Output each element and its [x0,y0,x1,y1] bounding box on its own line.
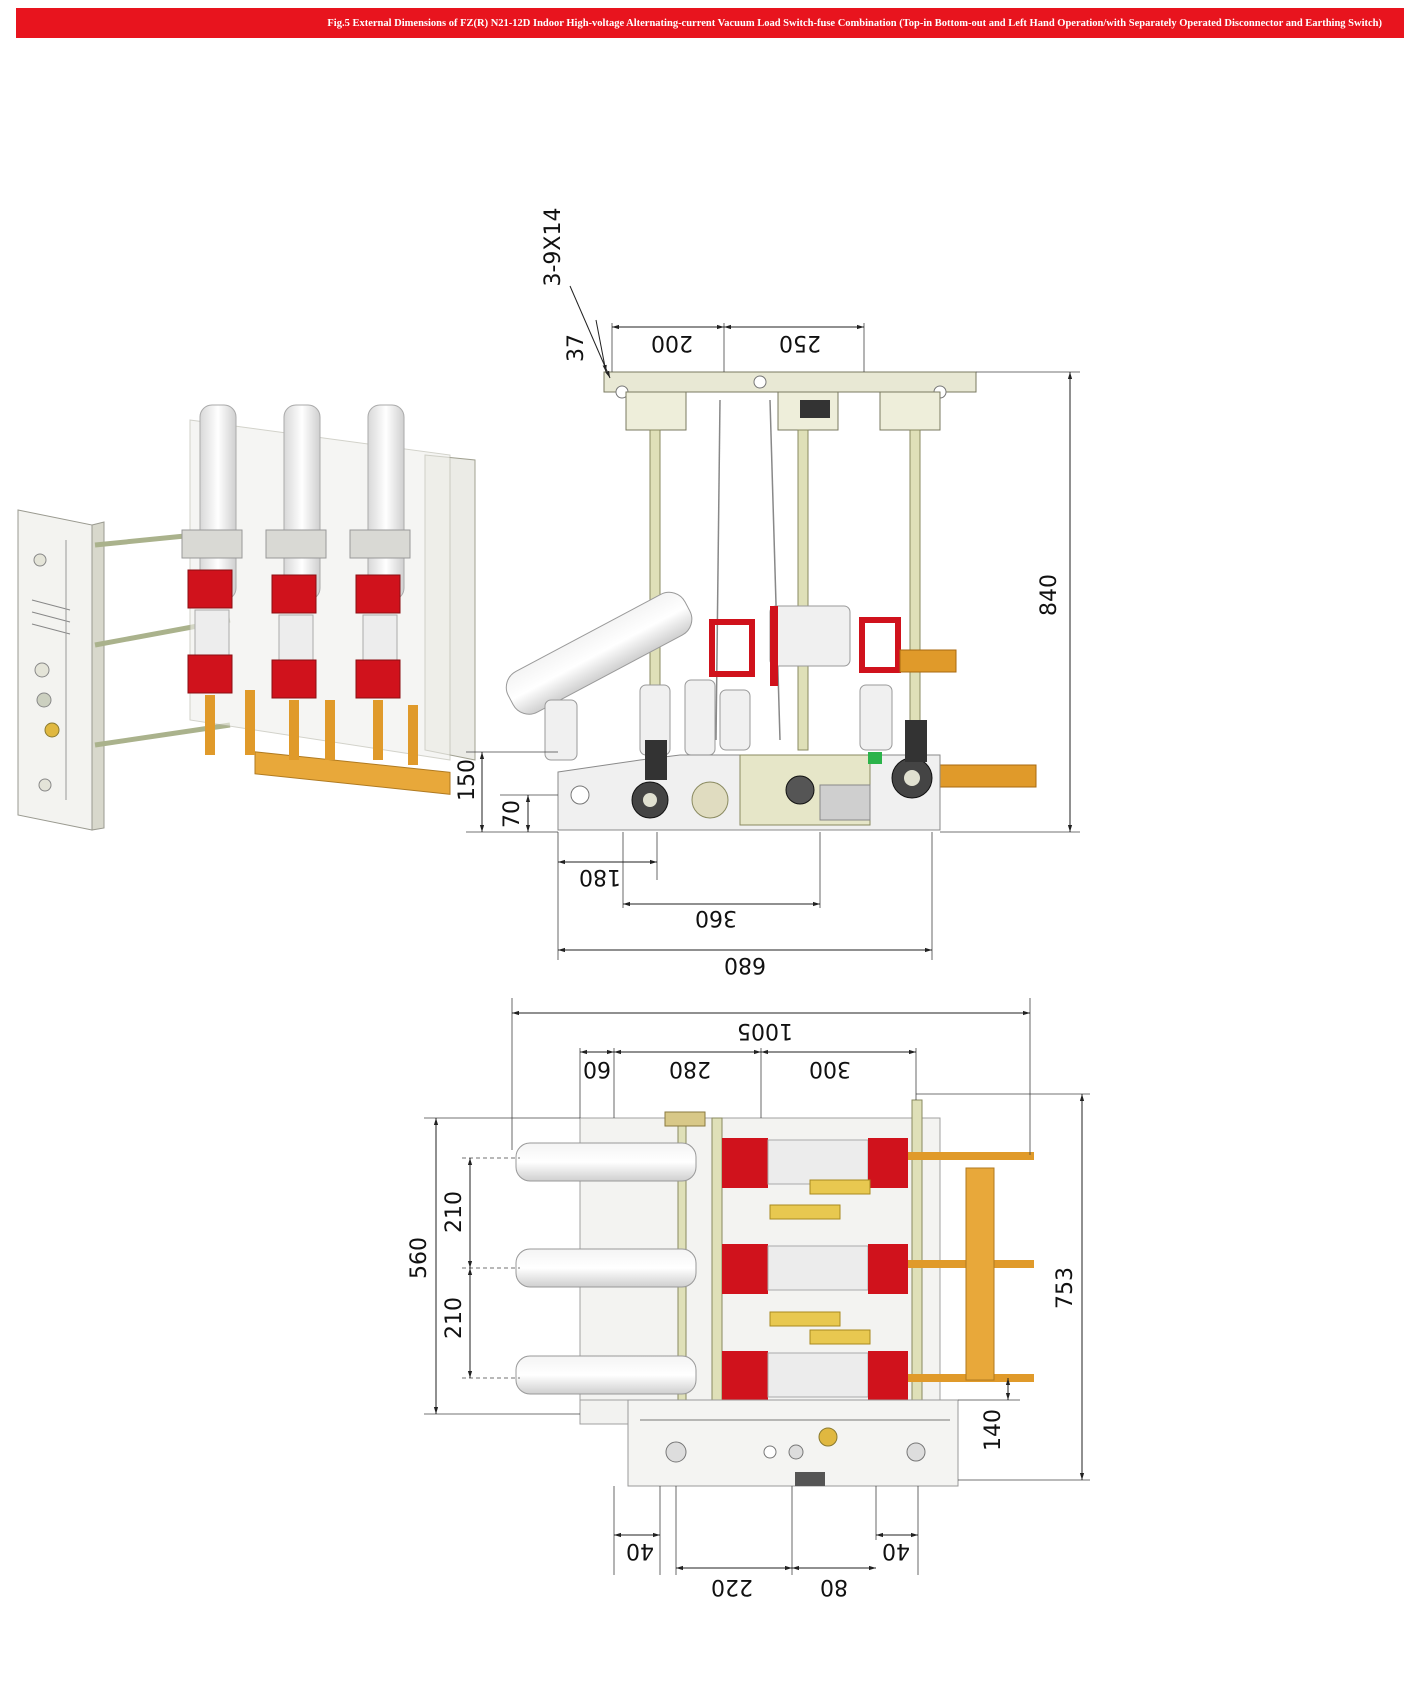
phase-3 [349,404,418,765]
dim-37: 37 [564,334,589,362]
phase-1 [181,404,255,755]
dim-210-lower: 210 [442,1297,467,1339]
side-view-drawing: 3-9X14 37 200 250 840 150 70 180 360 680 [455,208,1080,977]
dim-40-right: 40 [882,1538,910,1563]
dim-180: 180 [579,864,621,889]
figure-title: Fig.5 External Dimensions of FZ(R) N21-1… [327,17,1382,29]
operating-panel [17,509,105,831]
dim-hole-spec: 3-9X14 [541,208,566,287]
dim-300: 300 [809,1056,851,1081]
dim-680: 680 [724,952,766,977]
dim-200: 200 [651,330,693,355]
dim-1005: 1005 [737,1018,793,1043]
isometric-illustration [17,404,476,831]
top-phase-1 [515,1138,1034,1188]
dim-150: 150 [455,759,480,801]
dim-250: 250 [779,330,821,355]
top-phase-3 [515,1351,1034,1401]
dim-220: 220 [711,1574,753,1599]
dim-140: 140 [981,1409,1006,1451]
dim-70: 70 [500,800,525,828]
dim-60: 60 [583,1056,611,1081]
dim-210-upper: 210 [442,1191,467,1233]
dim-560: 560 [407,1237,432,1279]
figure-title-bar: Fig.5 External Dimensions of FZ(R) N21-1… [16,8,1404,38]
dim-840: 840 [1037,574,1062,616]
dim-753: 753 [1053,1267,1078,1309]
dim-360: 360 [695,905,737,930]
phase-2 [265,404,335,760]
top-phase-2 [515,1244,1034,1294]
dim-280: 280 [669,1056,711,1081]
dim-40-left: 40 [626,1538,654,1563]
top-view-drawing: 1005 60 280 300 560 210 210 753 140 40 2… [407,998,1090,1599]
dim-80: 80 [820,1574,848,1599]
